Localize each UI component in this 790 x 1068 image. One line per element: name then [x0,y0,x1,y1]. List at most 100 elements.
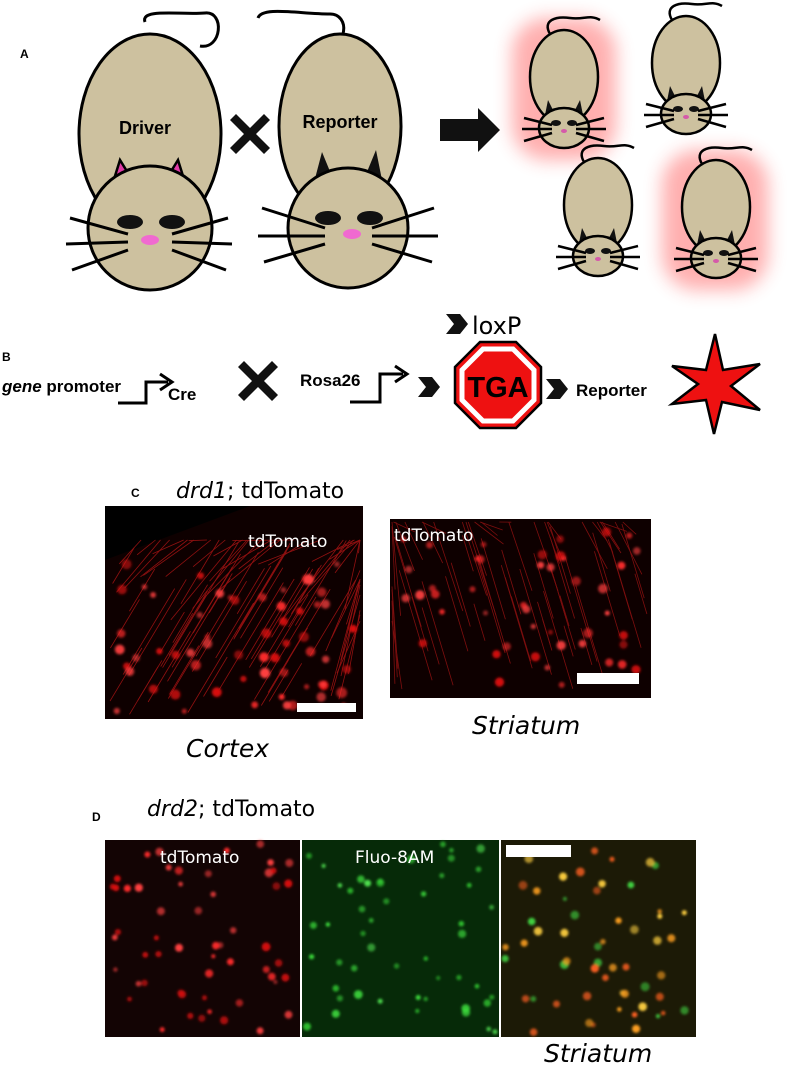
neuron-cell [159,1027,165,1033]
neuron-cell [620,989,629,998]
stop-codon-label: TGA [467,372,528,404]
neuron-cell [240,675,247,683]
neuron-cell [234,650,244,660]
neuron-cell [113,707,120,715]
neuron-cell [556,535,564,543]
neuron-cell [590,964,599,973]
neuron-cell [553,1000,560,1008]
driver-label: Driver [119,118,171,138]
neurite [159,611,185,654]
neuron-cell [547,629,554,635]
panel-b-label: B [2,350,11,364]
neuron-cell [489,904,494,910]
neuron-cell [483,610,488,616]
neuron-cell [530,996,537,1002]
neuron-cell [190,660,201,671]
neuron-cell [262,966,270,973]
neuron-cell [334,561,340,568]
tdtomato-micrograph: tdTomato [105,840,300,1037]
neurite [192,539,250,609]
neuron-cell [117,629,126,638]
neuron-cell [142,951,149,958]
neurite [143,539,195,576]
neurite [421,607,440,665]
panel-c-label: C [131,486,140,500]
neuron-cell [207,1009,212,1014]
cortex-micrograph: tdTomato [105,506,363,719]
stop-sign-icon: TGA [453,340,543,430]
scale-bar [577,673,639,684]
neurite [260,659,289,706]
neuron-cell [619,631,628,640]
neuron-cell [353,990,363,999]
neuron-cell [276,601,286,611]
neuron-cell [282,701,292,710]
neuron-cell [476,555,485,564]
neuron-cell [360,930,366,937]
neuron-cell [270,867,277,874]
neuron-cell [622,963,630,971]
neuron-cell [313,601,321,608]
neuron-cell [278,693,285,700]
neurite [393,521,415,533]
neuron-cell [393,963,400,969]
neuron-cell [530,623,536,630]
neuron-cell [170,689,181,700]
neurite [461,521,487,596]
neuron-cell [400,536,407,542]
neurite [602,521,620,550]
neurite [508,521,533,591]
offspring-mouse [642,2,730,136]
neuron-cell [492,650,501,659]
neuron-cell [626,532,633,539]
neuron-cell [609,856,615,862]
striatum-micrograph: tdTomato [390,519,651,698]
neuron-cell [431,589,440,599]
neurite [480,538,506,620]
neuron-cell [114,644,125,655]
panel-d-label: D [92,810,101,824]
neuron-cell [578,639,587,648]
neuron-cell [575,867,585,877]
neuron-cell [415,995,421,1000]
neuron-cell [604,610,610,616]
neurite [549,536,575,619]
neuron-cell [141,979,148,987]
neurite [621,523,645,599]
neuron-cell [165,864,172,871]
neuron-cell [148,684,158,694]
neuron-cell [522,605,531,614]
neuron-cell [562,957,571,965]
neuron-cell [559,872,568,881]
cross-icon [238,361,278,401]
neurite [196,541,240,612]
neuron-cell [332,985,340,992]
neuron-cell [197,572,205,580]
neurite [391,600,396,684]
neuron-cell [155,951,162,958]
neuron-cell [447,854,455,862]
neuron-cell [178,881,183,887]
neuron-cell [342,665,352,674]
neuron-cell [458,920,465,927]
promoter-arrow-icon [350,372,403,404]
neurite [311,539,355,562]
neurite [281,663,303,697]
neuron-cell [304,684,310,690]
neuron-cell [582,991,592,1001]
neuron-cell [570,910,580,920]
neuron-cell [617,561,626,570]
neurite [564,556,590,638]
neurite [395,538,406,571]
neuron-cell [561,556,567,562]
neurite [634,573,648,615]
neuron-cell [204,870,212,878]
neuron-cell [279,668,289,677]
neuron-cell [544,664,551,671]
neuron-cell [632,1024,641,1033]
neuron-cell [202,995,207,1001]
neurite [349,539,361,545]
loxp-chevron-icon [546,379,568,399]
neurite [119,539,142,565]
neurite [238,542,291,629]
